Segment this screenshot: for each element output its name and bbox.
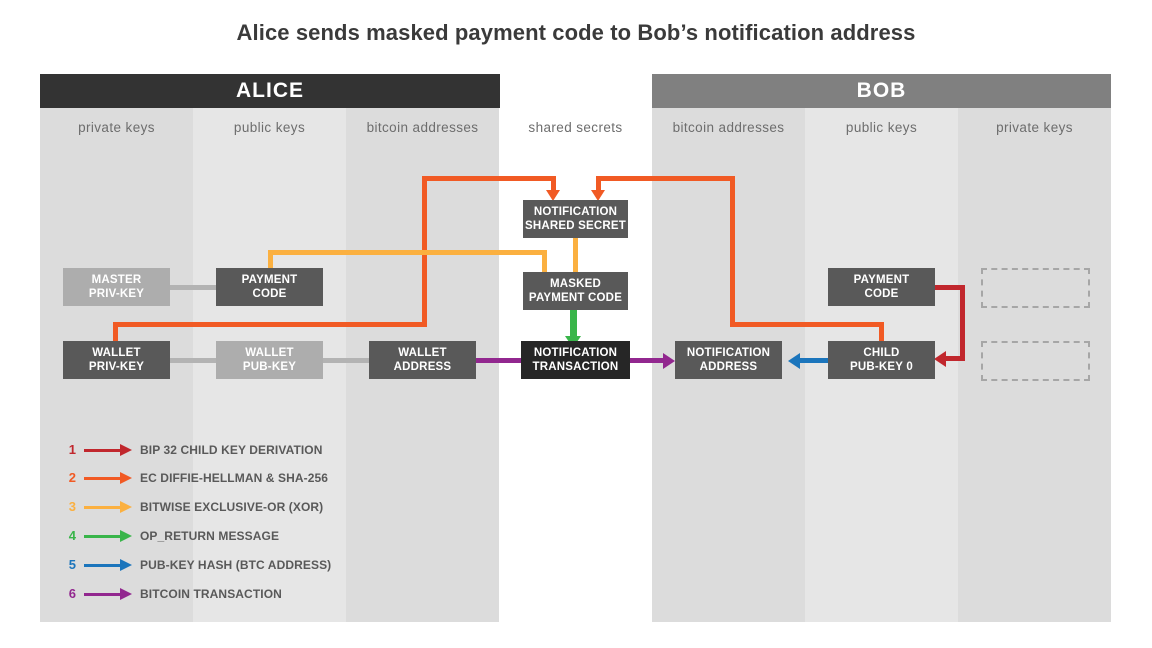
- orange-seg-bob-vertical: [730, 176, 735, 327]
- node-line-2: CODE: [252, 288, 287, 300]
- legend-label: PUB-KEY HASH (BTC ADDRESS): [140, 558, 332, 572]
- column-header-shared-secrets: shared secrets: [528, 119, 623, 135]
- legend-arrowhead-icon: [120, 444, 132, 456]
- legend-number: 2: [68, 470, 76, 485]
- orange-arrowhead-left-into-shared-secret: [546, 190, 560, 201]
- node-line-2: PAYMENT CODE: [528, 292, 623, 304]
- node-line-1: NOTIFICATION: [533, 206, 618, 218]
- column-header-alice-bitcoin-addresses: bitcoin addresses: [366, 119, 479, 135]
- orange-seg-alice-top-rail: [422, 176, 556, 181]
- legend-line: [84, 506, 122, 509]
- legend-arrowhead-icon: [120, 559, 132, 571]
- node-notification-shared-secret[interactable]: NOTIFICATION SHARED SECRET: [523, 200, 628, 238]
- legend-line: [84, 535, 122, 538]
- node-line-1: PAYMENT: [241, 274, 298, 286]
- legend-arrowhead-icon: [120, 530, 132, 542]
- legend-line: [84, 449, 122, 452]
- connector-wallet-priv-to-wallet-pub: [170, 358, 220, 363]
- node-line-2: ADDRESS: [699, 361, 758, 373]
- legend-number: 5: [68, 557, 76, 572]
- purple-seg-transaction-to-notification-address: [629, 358, 667, 363]
- column-header-bob-private-keys: private keys: [996, 119, 1073, 135]
- node-line-2: SHARED SECRET: [524, 220, 626, 232]
- node-line-2: ADDRESS: [393, 361, 452, 373]
- orange-seg-alice-right: [113, 322, 427, 327]
- orange-seg-alice-up: [113, 322, 118, 344]
- node-alice-wallet-address[interactable]: WALLET ADDRESS: [369, 341, 476, 379]
- column-header-bob-public-keys: public keys: [845, 119, 918, 135]
- legend-label: EC DIFFIE-HELLMAN & SHA-256: [140, 471, 329, 485]
- node-line-1: NOTIFICATION: [533, 347, 618, 359]
- node-line-2: PUB-KEY: [242, 361, 297, 373]
- amber-seg-payment-code-up: [268, 250, 273, 272]
- legend-line: [84, 477, 122, 480]
- orange-seg-bob-left: [730, 322, 884, 327]
- node-alice-payment-code[interactable]: PAYMENT CODE: [216, 268, 323, 306]
- node-line-1: NOTIFICATION: [686, 347, 771, 359]
- orange-seg-bob-up: [879, 327, 884, 345]
- legend-number: 6: [68, 586, 76, 601]
- amber-seg-shared-secret-down: [573, 238, 578, 294]
- green-seg-masked-to-transaction: [570, 310, 577, 342]
- node-bob-private-placeholder-2: [981, 341, 1090, 381]
- page-title: Alice sends masked payment code to Bob’s…: [236, 20, 916, 45]
- connector-master-to-payment-code: [170, 285, 220, 290]
- node-line-1: WALLET: [92, 347, 141, 359]
- orange-arrowhead-right-into-shared-secret: [591, 190, 605, 201]
- orange-seg-alice-drop: [551, 176, 556, 192]
- column-header-bob-bitcoin-addresses: bitcoin addresses: [672, 119, 785, 135]
- red-seg-bob-payment-code-right: [934, 285, 965, 290]
- legend-arrowhead-icon: [120, 472, 132, 484]
- column-header-alice-private-keys: private keys: [78, 119, 155, 135]
- party-header-bob: BOB: [652, 74, 1111, 108]
- legend-label: OP_RETURN MESSAGE: [140, 529, 280, 543]
- connector-wallet-pub-to-wallet-address: [323, 358, 373, 363]
- legend-label: BITWISE EXCLUSIVE-OR (XOR): [140, 500, 324, 514]
- legend-arrowhead-icon: [120, 501, 132, 513]
- legend-line: [84, 564, 122, 567]
- node-line-1: CHILD: [863, 347, 900, 359]
- legend-label: BITCOIN TRANSACTION: [140, 587, 282, 601]
- column-header-alice-public-keys: public keys: [233, 119, 306, 135]
- red-arrowhead-into-child-pub-key: [934, 351, 946, 367]
- node-masked-payment-code[interactable]: MASKED PAYMENT CODE: [523, 272, 628, 310]
- legend-number: 4: [68, 528, 76, 543]
- legend-number: 3: [68, 499, 76, 514]
- node-line-1: WALLET: [245, 347, 294, 359]
- legend-number: 1: [68, 442, 76, 457]
- column-background-bob-private-keys: [958, 74, 1111, 622]
- purple-arrowhead-into-notification-address: [663, 353, 675, 369]
- node-line-2: PRIV-KEY: [88, 288, 145, 300]
- red-seg-bob-vertical: [960, 285, 965, 361]
- node-bob-child-pub-key-0[interactable]: CHILD PUB-KEY 0: [828, 341, 935, 379]
- node-bob-private-placeholder-1: [981, 268, 1090, 308]
- node-notification-transaction[interactable]: NOTIFICATION TRANSACTION: [521, 341, 630, 379]
- node-line-2: CODE: [864, 288, 899, 300]
- legend-line: [84, 593, 122, 596]
- node-alice-master-priv-key[interactable]: MASTER PRIV-KEY: [63, 268, 170, 306]
- legend-arrowhead-icon: [120, 588, 132, 600]
- node-line-2: PRIV-KEY: [88, 361, 145, 373]
- node-bob-payment-code[interactable]: PAYMENT CODE: [828, 268, 935, 306]
- blue-arrowhead-into-notification-address: [788, 353, 800, 369]
- node-alice-wallet-pub-key[interactable]: WALLET PUB-KEY: [216, 341, 323, 379]
- node-line-1: MASKED: [549, 278, 602, 290]
- node-line-1: MASTER: [91, 274, 142, 286]
- blue-seg-child-pub-key-to-address: [800, 358, 832, 363]
- node-bob-notification-address[interactable]: NOTIFICATION ADDRESS: [675, 341, 782, 379]
- node-line-1: PAYMENT: [853, 274, 910, 286]
- orange-seg-bob-drop: [596, 176, 601, 192]
- node-line-2: TRANSACTION: [532, 361, 619, 373]
- amber-seg-payment-code-right: [268, 250, 547, 255]
- legend-label: BIP 32 CHILD KEY DERIVATION: [140, 443, 323, 457]
- purple-seg-wallet-address-to-transaction: [476, 358, 524, 363]
- node-line-1: WALLET: [398, 347, 447, 359]
- orange-seg-bob-top-rail: [596, 176, 735, 181]
- party-header-alice: ALICE: [40, 74, 500, 108]
- red-seg-bob-left: [946, 356, 965, 361]
- node-alice-wallet-priv-key[interactable]: WALLET PRIV-KEY: [63, 341, 170, 379]
- node-line-2: PUB-KEY 0: [850, 361, 913, 373]
